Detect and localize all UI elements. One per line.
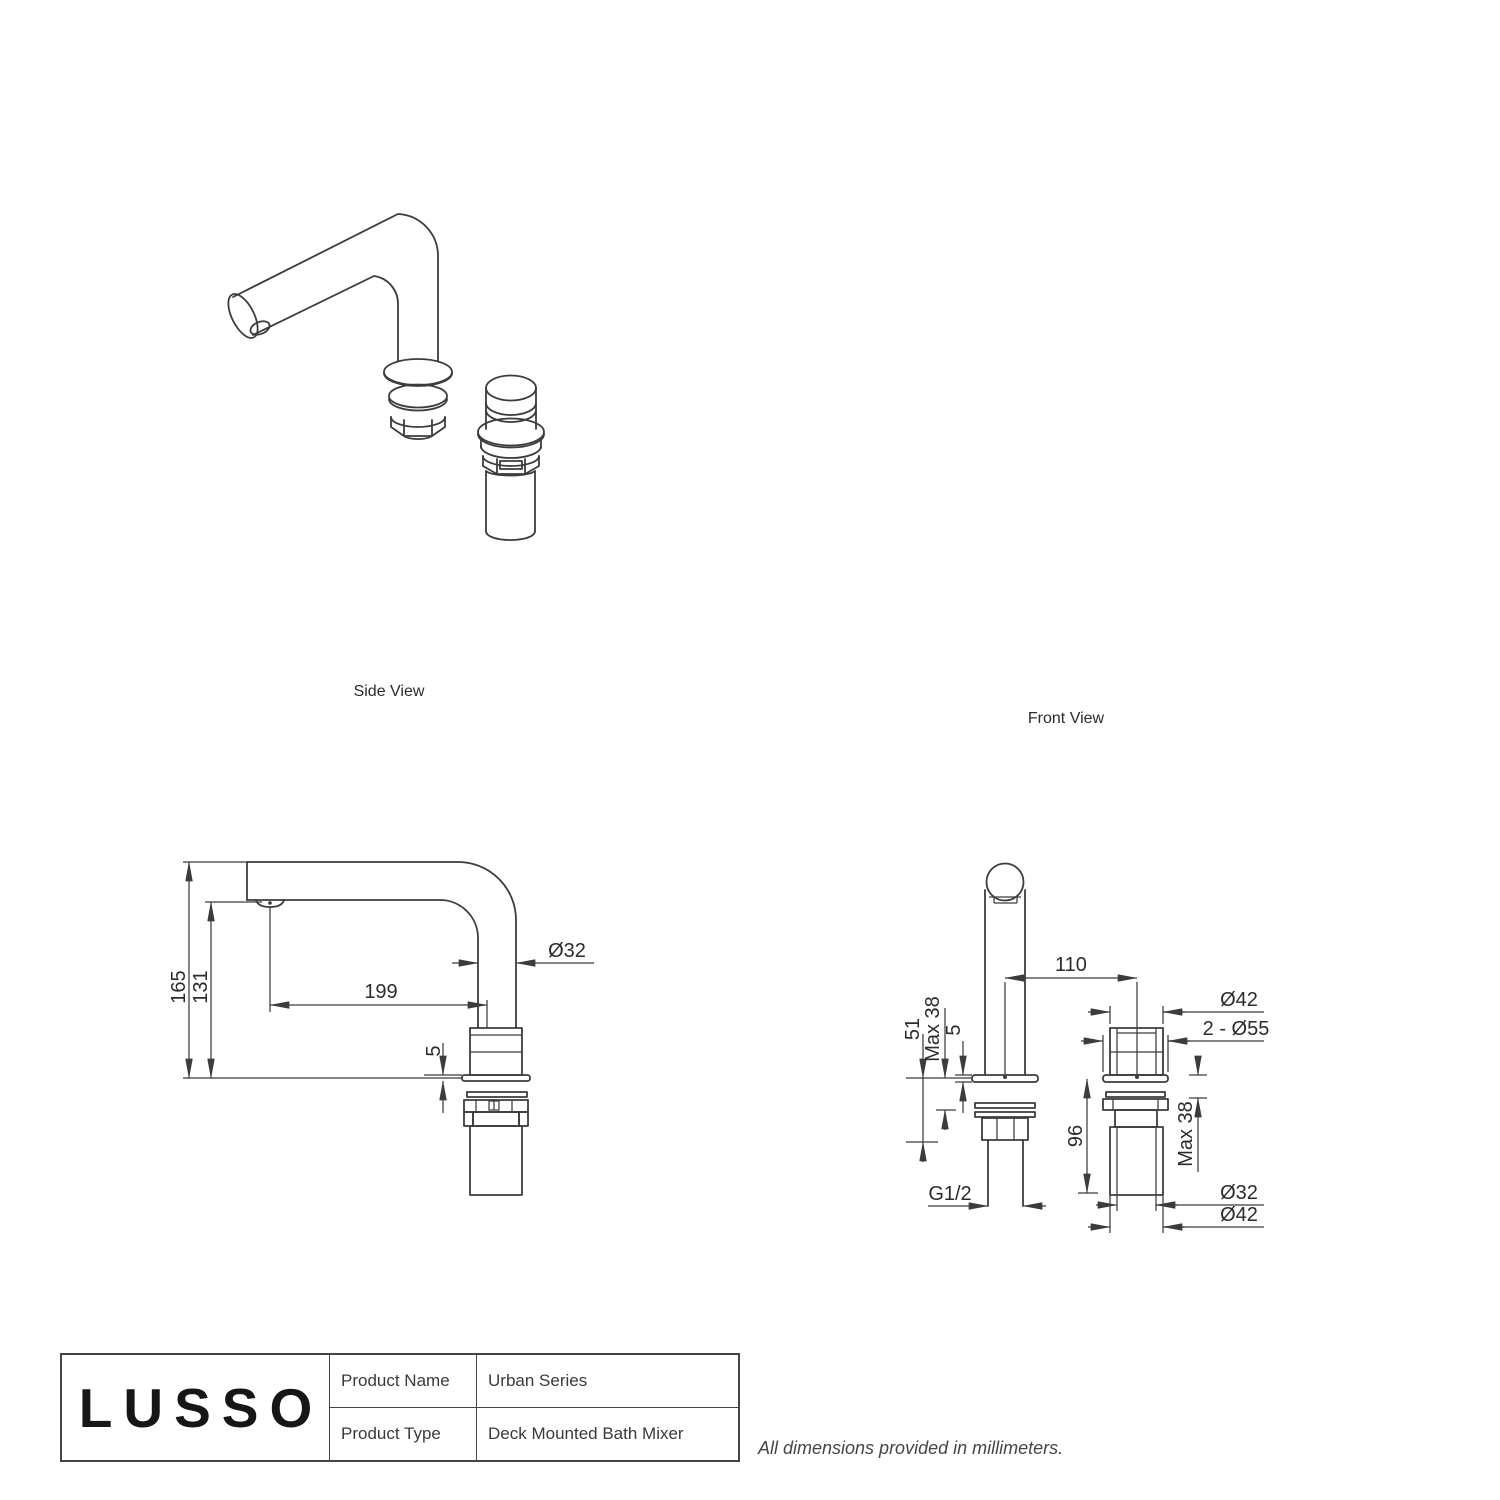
dim-spout-to-valve: 110 [1055, 954, 1087, 976]
side-view-label: Side View [354, 683, 425, 700]
dim-max-deck-right: Max 38 [1175, 1101, 1197, 1167]
dim-max-deck-left: Max 38 [922, 996, 944, 1062]
title-block: LUSSO Product Name Urban Series Product … [60, 1353, 740, 1462]
dim-body-inner-diameter: Ø32 [1220, 1182, 1258, 1204]
dim-valve-body-depth: 96 [1065, 1125, 1087, 1147]
product-name-label: Product Name [330, 1355, 477, 1408]
isometric-view [227, 213, 545, 541]
brand-logo: LUSSO [62, 1355, 330, 1460]
dim-body-outer-diameter: Ø42 [1220, 1204, 1258, 1226]
side-view: 165 131 199 Ø32 5 [168, 861, 594, 1196]
dim-overall-height: 165 [168, 970, 190, 1003]
dim-flange-thickness-side: 5 [423, 1045, 445, 1056]
product-name-value: Urban Series [477, 1355, 738, 1408]
dim-below-deck: 51 [902, 1018, 924, 1040]
dim-hole-requirement: 2 - Ø55 [1203, 1018, 1270, 1040]
product-type-value: Deck Mounted Bath Mixer [488, 1423, 684, 1443]
product-type-label: Product Type [330, 1407, 477, 1460]
dim-spout-diameter: Ø32 [548, 940, 586, 962]
front-view-label: Front View [1028, 710, 1105, 727]
front-view: 110 51 Max 38 5 96 Max 38 G1/2 Ø42 2 - Ø… [902, 862, 1270, 1233]
units-note: All dimensions provided in millimeters. [758, 1438, 1064, 1458]
dim-spout-outlet-height: 131 [190, 970, 212, 1003]
dim-flange-thickness-front: 5 [943, 1024, 965, 1035]
dim-spout-reach: 199 [364, 981, 397, 1003]
dim-thread-size: G1/2 [928, 1183, 971, 1205]
dim-valve-knob-diameter: Ø42 [1220, 989, 1258, 1011]
